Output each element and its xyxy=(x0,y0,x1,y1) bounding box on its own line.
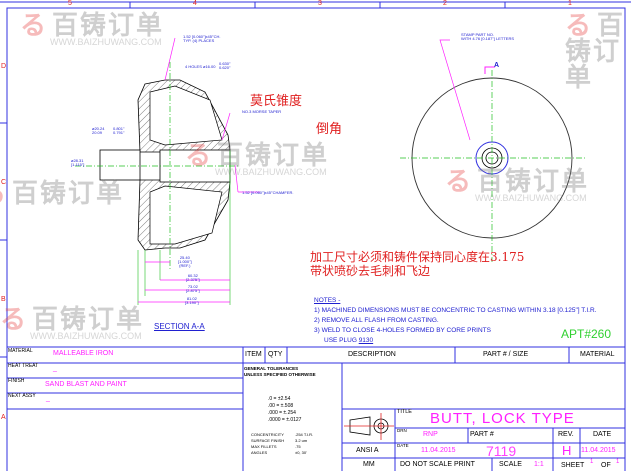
section-marker-a: A xyxy=(494,62,500,69)
next-assy-value: _ xyxy=(46,395,50,402)
apt-number: APT#260 xyxy=(561,327,612,341)
zone-label: 5 xyxy=(68,0,72,7)
rev-date-value: 11.04.2015 xyxy=(581,447,616,454)
zone-label: 4 xyxy=(193,0,197,7)
finish-label: FINISH xyxy=(8,378,25,384)
header-part-size: PART # / SIZE xyxy=(483,351,529,358)
tolerance-rows: .0 = ±2.54.00 = ±.508.000 = ±.254.0000 =… xyxy=(268,396,302,423)
morse-taper-note: NO.3 MORSE TAPER xyxy=(242,109,282,114)
scale-label: SCALE xyxy=(499,461,522,468)
zone-label: D xyxy=(1,63,7,70)
stamp-note: STAMP PART NO.WITH 4.76 [0.187"] LETTERS xyxy=(461,32,514,41)
date-value: 11.04.2015 xyxy=(421,447,456,454)
next-assy-label: NEXT ASSY xyxy=(8,393,36,399)
header-qty: QTY xyxy=(268,351,283,358)
material-label: MATERIAL xyxy=(8,348,33,354)
section-title: SECTION A-A xyxy=(154,322,205,331)
date-header: DATE xyxy=(593,431,612,438)
drawing-title: BUTT, LOCK TYPE xyxy=(430,410,575,427)
chamfer-cn: 倒角 xyxy=(316,122,343,137)
holes-note: 4 HOLES ø16.00 xyxy=(185,64,216,69)
rev-value: H xyxy=(562,443,572,458)
zone-label: 2 xyxy=(443,0,447,7)
rev-label: REV. xyxy=(558,431,574,438)
morse-taper-cn: 莫氏锥度 xyxy=(250,94,303,109)
third-angle-projection-symbol xyxy=(344,413,394,440)
dim-73: 73.02[2.875"] xyxy=(186,284,200,293)
dim-81: 81.02[3.190"] xyxy=(185,296,199,305)
ansi-size: ANSI A xyxy=(356,447,379,454)
date-label: DATE xyxy=(397,443,409,448)
scale-value: 1:1 xyxy=(534,461,544,468)
chamfer-note-2: 1.52 [0.060"]x45°CHAMFER. xyxy=(242,190,294,195)
drn-label: DRN xyxy=(397,428,407,433)
part-label: PART # xyxy=(470,431,494,438)
holes-inch: 0.630"0.620" xyxy=(219,61,231,70)
zone-label: A xyxy=(1,414,6,421)
front-view-geometry xyxy=(400,39,585,262)
chamfer-note: 1.52 [0.060"]x45°CH.TYP. (4) PLACES xyxy=(183,34,221,43)
title-label: TITLE xyxy=(397,409,412,415)
left-dim: ø28.31[1.115"] xyxy=(71,158,85,167)
of-label: OF xyxy=(601,462,611,469)
heat-treat-label: HEAT TREAT xyxy=(8,363,39,369)
no-scale-note: DO NOT SCALE PRINT xyxy=(400,461,475,468)
notes: NOTES - 1) MACHINED DIMENSIONS MUST BE C… xyxy=(314,297,597,344)
heat-treat-value: _ xyxy=(53,365,57,372)
of-value: 1 xyxy=(616,459,620,465)
zone-label: 1 xyxy=(568,0,572,7)
header-material: MATERIAL xyxy=(580,351,615,358)
part-number: 7119 xyxy=(486,443,517,459)
zone-label: 3 xyxy=(318,0,322,7)
zone-label: B xyxy=(1,296,6,303)
units: MM xyxy=(363,461,375,468)
section-view-geometry xyxy=(75,37,260,305)
sheet-value: 1 xyxy=(590,459,594,465)
finish-value: SAND BLAST AND PAINT xyxy=(45,381,127,388)
zone-label: C xyxy=(1,179,7,186)
bore-inch: 0.801"0.791" xyxy=(113,126,125,135)
dim-25: 25.40[1.000"](REF.) xyxy=(178,255,192,268)
material-value: MALLEABLE IRON xyxy=(53,350,114,357)
header-description: DESCRIPTION xyxy=(348,351,396,358)
sheet-label: SHEET xyxy=(561,462,585,469)
header-item: ITEM xyxy=(245,351,262,358)
drn-value: RNP xyxy=(423,431,438,438)
dim-60: 60.32[2.375"] xyxy=(186,273,200,282)
